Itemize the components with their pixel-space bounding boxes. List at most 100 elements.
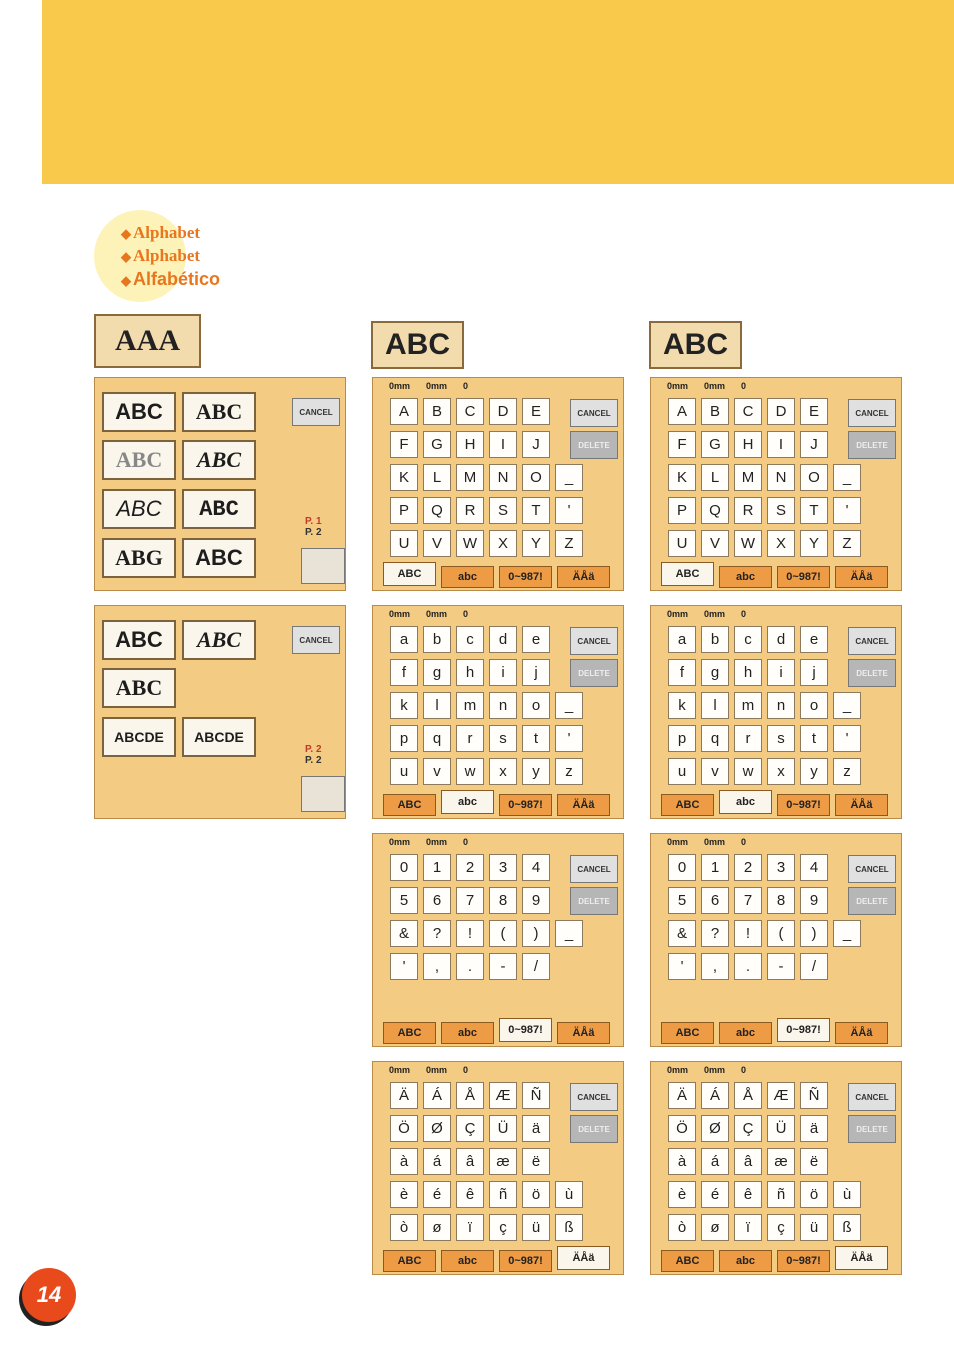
font-option[interactable]: ABCDE (182, 717, 256, 757)
key-button[interactable]: ø (423, 1214, 451, 1241)
key-button[interactable]: Æ (489, 1082, 517, 1109)
key-button[interactable]: h (734, 659, 762, 686)
key-button[interactable]: ) (522, 920, 550, 947)
key-button[interactable]: Y (522, 530, 550, 557)
key-button[interactable]: Ü (489, 1115, 517, 1142)
key-button[interactable]: R (456, 497, 484, 524)
key-button[interactable]: o (800, 692, 828, 719)
key-button[interactable]: ñ (767, 1181, 795, 1208)
key-button[interactable]: 3 (767, 854, 795, 881)
key-button[interactable]: M (734, 464, 762, 491)
key-button[interactable]: ß (833, 1214, 861, 1241)
key-button[interactable]: 9 (522, 887, 550, 914)
key-button[interactable]: ) (800, 920, 828, 947)
keyboard-tab[interactable]: 0~987! (777, 1018, 830, 1042)
key-button[interactable]: D (767, 398, 795, 425)
key-button[interactable]: ë (522, 1148, 550, 1175)
key-button[interactable]: è (390, 1181, 418, 1208)
key-button[interactable]: ü (800, 1214, 828, 1241)
keyboard-tab[interactable]: ABC (661, 794, 714, 816)
key-button[interactable]: ä (800, 1115, 828, 1142)
key-button[interactable]: n (767, 692, 795, 719)
keyboard-tab[interactable]: abc (441, 1250, 494, 1272)
key-button[interactable]: Ä (668, 1082, 696, 1109)
key-button[interactable]: Å (734, 1082, 762, 1109)
key-button[interactable]: ! (456, 920, 484, 947)
key-button[interactable]: , (423, 953, 451, 980)
key-button[interactable]: m (456, 692, 484, 719)
key-button[interactable]: w (456, 758, 484, 785)
key-button[interactable]: C (734, 398, 762, 425)
font-option[interactable]: ABC (182, 620, 256, 660)
font-option[interactable]: ABC (182, 489, 256, 529)
key-button[interactable]: I (767, 431, 795, 458)
key-button[interactable]: Ñ (800, 1082, 828, 1109)
keyboard-tab[interactable]: abc (719, 566, 772, 588)
keyboard-tab[interactable]: ÄÅä (835, 794, 888, 816)
key-button[interactable]: L (701, 464, 729, 491)
key-button[interactable]: c (456, 626, 484, 653)
key-button[interactable]: W (734, 530, 762, 557)
delete-button[interactable]: DELETE (570, 887, 618, 915)
key-button[interactable]: G (423, 431, 451, 458)
key-button[interactable]: n (489, 692, 517, 719)
key-button[interactable]: 2 (734, 854, 762, 881)
key-button[interactable]: / (522, 953, 550, 980)
key-button[interactable]: Ñ (522, 1082, 550, 1109)
cancel-button[interactable]: CANCEL (570, 1083, 618, 1111)
key-button[interactable]: d (767, 626, 795, 653)
key-button[interactable]: à (390, 1148, 418, 1175)
abc-button-left[interactable]: ABC (371, 321, 464, 369)
key-button[interactable]: H (734, 431, 762, 458)
cancel-button[interactable]: CANCEL (292, 398, 340, 426)
key-button[interactable]: . (456, 953, 484, 980)
keyboard-tab[interactable]: ABC (383, 1022, 436, 1044)
key-button[interactable]: j (522, 659, 550, 686)
font-option[interactable]: ABCDE (102, 717, 176, 757)
key-button[interactable]: Ç (456, 1115, 484, 1142)
key-button[interactable]: o (522, 692, 550, 719)
key-button[interactable]: _ (555, 920, 583, 947)
key-button[interactable]: Á (423, 1082, 451, 1109)
delete-button[interactable]: DELETE (848, 887, 896, 915)
key-button[interactable]: X (767, 530, 795, 557)
key-button[interactable]: j (800, 659, 828, 686)
key-button[interactable]: ' (833, 725, 861, 752)
key-button[interactable]: s (767, 725, 795, 752)
key-button[interactable]: t (522, 725, 550, 752)
key-button[interactable]: z (555, 758, 583, 785)
keyboard-tab[interactable]: 0~987! (777, 566, 830, 588)
key-button[interactable]: 4 (522, 854, 550, 881)
key-button[interactable]: i (489, 659, 517, 686)
key-button[interactable]: ! (734, 920, 762, 947)
key-button[interactable]: q (701, 725, 729, 752)
keyboard-tab[interactable]: 0~987! (777, 1250, 830, 1272)
font-option[interactable]: ABC (182, 392, 256, 432)
cancel-button[interactable]: CANCEL (570, 399, 618, 427)
key-button[interactable]: p (390, 725, 418, 752)
keyboard-tab[interactable]: ABC (661, 562, 714, 586)
key-button[interactable]: 7 (456, 887, 484, 914)
keyboard-tab[interactable]: abc (719, 1022, 772, 1044)
keyboard-tab[interactable]: ABC (661, 1022, 714, 1044)
key-button[interactable]: f (668, 659, 696, 686)
key-button[interactable]: k (668, 692, 696, 719)
key-button[interactable]: Å (456, 1082, 484, 1109)
key-button[interactable]: 1 (423, 854, 451, 881)
key-button[interactable]: 2 (456, 854, 484, 881)
key-button[interactable]: ü (522, 1214, 550, 1241)
key-button[interactable]: A (390, 398, 418, 425)
key-button[interactable]: æ (767, 1148, 795, 1175)
key-button[interactable]: u (390, 758, 418, 785)
key-button[interactable]: Ö (668, 1115, 696, 1142)
keyboard-tab[interactable]: 0~987! (499, 1250, 552, 1272)
key-button[interactable]: _ (833, 464, 861, 491)
key-button[interactable]: Ø (701, 1115, 729, 1142)
key-button[interactable]: ö (522, 1181, 550, 1208)
key-button[interactable]: & (390, 920, 418, 947)
keyboard-tab[interactable]: abc (719, 1250, 772, 1272)
delete-button[interactable]: DELETE (570, 1115, 618, 1143)
key-button[interactable]: p (668, 725, 696, 752)
font-option[interactable]: ABC (102, 620, 176, 660)
key-button[interactable]: U (668, 530, 696, 557)
